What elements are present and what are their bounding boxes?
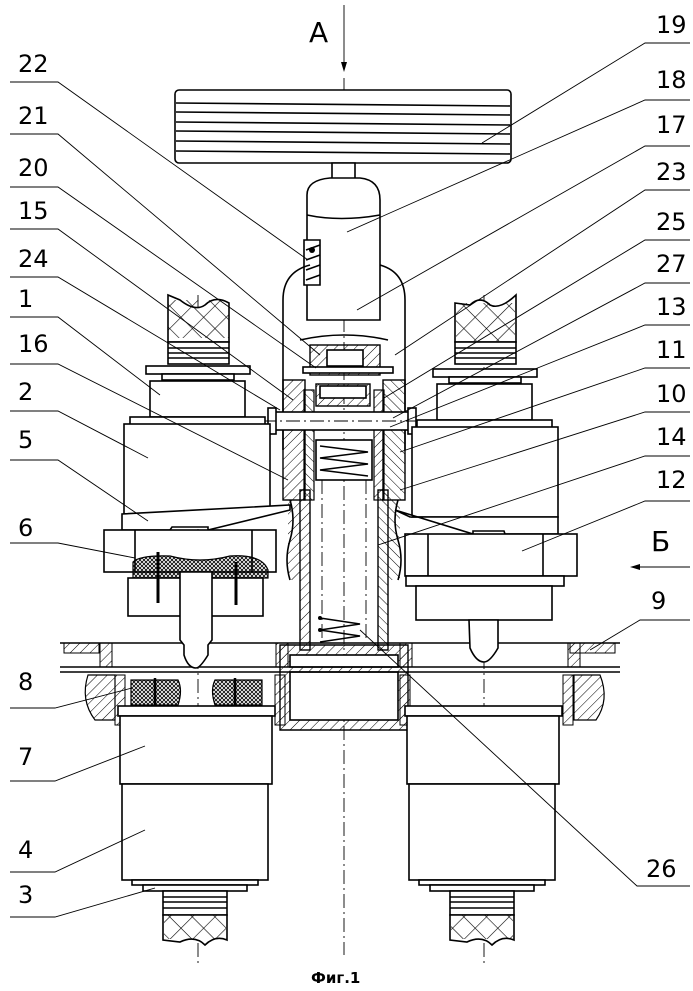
- callout-21: 21: [18, 102, 49, 130]
- right-unit: [394, 293, 578, 965]
- base-cup: [279, 644, 409, 731]
- callout-12: 12: [656, 466, 687, 494]
- callout-5: 5: [18, 426, 33, 454]
- callout-11: 11: [656, 336, 687, 364]
- side-walls: [282, 379, 406, 501]
- callout-4: 4: [18, 836, 33, 864]
- callout-26: 26: [646, 855, 677, 883]
- inner-block-part-20: [302, 344, 394, 407]
- callout-7: 7: [18, 743, 33, 771]
- callout-25: 25: [656, 208, 687, 236]
- callout-15: 15: [18, 197, 49, 225]
- callout-1: 1: [18, 285, 33, 313]
- callout-16: 16: [18, 330, 49, 358]
- callout-18: 18: [656, 66, 687, 94]
- callout-13: 13: [656, 293, 687, 321]
- callout-6: 6: [18, 514, 33, 542]
- left-unit: [103, 293, 291, 965]
- callout-8: 8: [18, 668, 33, 696]
- spring-part-11: [315, 439, 373, 481]
- callout-14: 14: [656, 423, 687, 451]
- lower-mount: [84, 674, 605, 726]
- callout-10: 10: [656, 380, 687, 408]
- callout-3: 3: [18, 881, 33, 909]
- pin-part-13: [262, 407, 420, 435]
- callout-2: 2: [18, 378, 33, 406]
- view-label-a: А: [309, 16, 328, 49]
- callout-17: 17: [656, 111, 687, 139]
- figure-caption: Фиг.1: [311, 969, 360, 987]
- view-arrow-b: Б: [630, 525, 690, 570]
- callout-24: 24: [18, 245, 49, 273]
- callout-9: 9: [651, 587, 666, 615]
- left-body-part-2: [123, 423, 271, 515]
- spring-part-26: [318, 616, 361, 643]
- left-nut-part-1: [149, 380, 246, 418]
- knob-part-17: [303, 177, 381, 321]
- right-block-part-12: [404, 533, 578, 577]
- callout-22: 22: [18, 50, 49, 78]
- callout-19: 19: [656, 11, 687, 39]
- view-arrow-a: А: [309, 5, 347, 72]
- right-callouts: 19 18 17 23 25 27 13 11 10 14 12 9 26: [346, 11, 690, 887]
- handle-part-19: [174, 89, 512, 164]
- view-label-b: Б: [651, 525, 670, 558]
- callout-27: 27: [656, 250, 687, 278]
- left-callouts: 22 21 20 15 24 1 16 2 5 6 8 7 4 3: [10, 50, 321, 918]
- callout-20: 20: [18, 154, 49, 182]
- callout-23: 23: [656, 158, 687, 186]
